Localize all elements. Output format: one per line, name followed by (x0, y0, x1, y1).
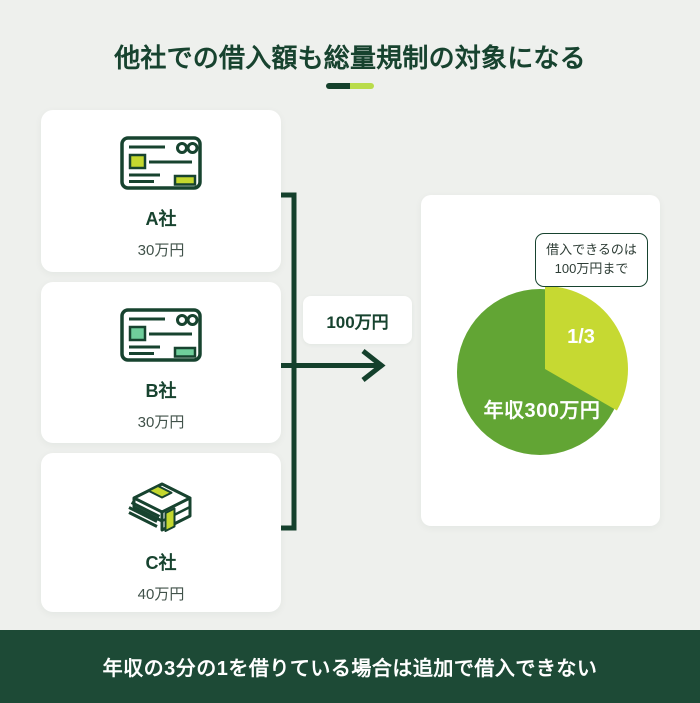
company-card-c: C社 40万円 (41, 453, 281, 612)
card-accent-square (128, 325, 147, 342)
card-accent-bar (173, 346, 197, 358)
card-amount-label: 30万円 (137, 242, 185, 259)
title-divider (326, 83, 374, 89)
card-amount-label: 30万円 (137, 414, 185, 431)
money-stack-icon (128, 482, 192, 532)
card-amount-label: 40万円 (137, 586, 185, 603)
arrow-head-icon (361, 349, 386, 382)
money-band-top (147, 485, 173, 499)
callout-line: 借入できるのは (546, 242, 637, 258)
arrow-total-label: 100万円 (303, 296, 412, 344)
pie-chart (457, 286, 628, 455)
credit-card-icon (120, 136, 202, 190)
footer-note: 年収の3分の1を借りている場合は追加で借入できない (0, 630, 700, 703)
card-name-label: B社 (145, 381, 177, 401)
divider-dark-segment (326, 83, 350, 89)
company-card-b: B社 30万円 (41, 282, 281, 443)
credit-card-icon (120, 308, 202, 362)
loan-limit-panel: 借入できるのは 100万円まで 1/3 年収300万円 (421, 195, 660, 526)
company-card-a: A社 30万円 (41, 110, 281, 272)
card-accent-square (128, 153, 147, 170)
card-name-label: C社 (145, 553, 177, 573)
card-accent-bar (173, 174, 197, 186)
divider-light-segment (350, 83, 374, 89)
page-title: 他社での借入額も総量規制の対象になる (114, 43, 586, 73)
pie-income-label: 年収300万円 (483, 400, 601, 422)
pie-slice-borrowed (545, 286, 628, 411)
pie-fraction-label: 1/3 (567, 326, 595, 348)
callout-line: 100万円まで (554, 261, 629, 276)
money-band-front (164, 507, 176, 532)
card-name-label: A社 (145, 209, 177, 229)
borrow-limit-callout: 借入できるのは 100万円まで (535, 233, 648, 287)
